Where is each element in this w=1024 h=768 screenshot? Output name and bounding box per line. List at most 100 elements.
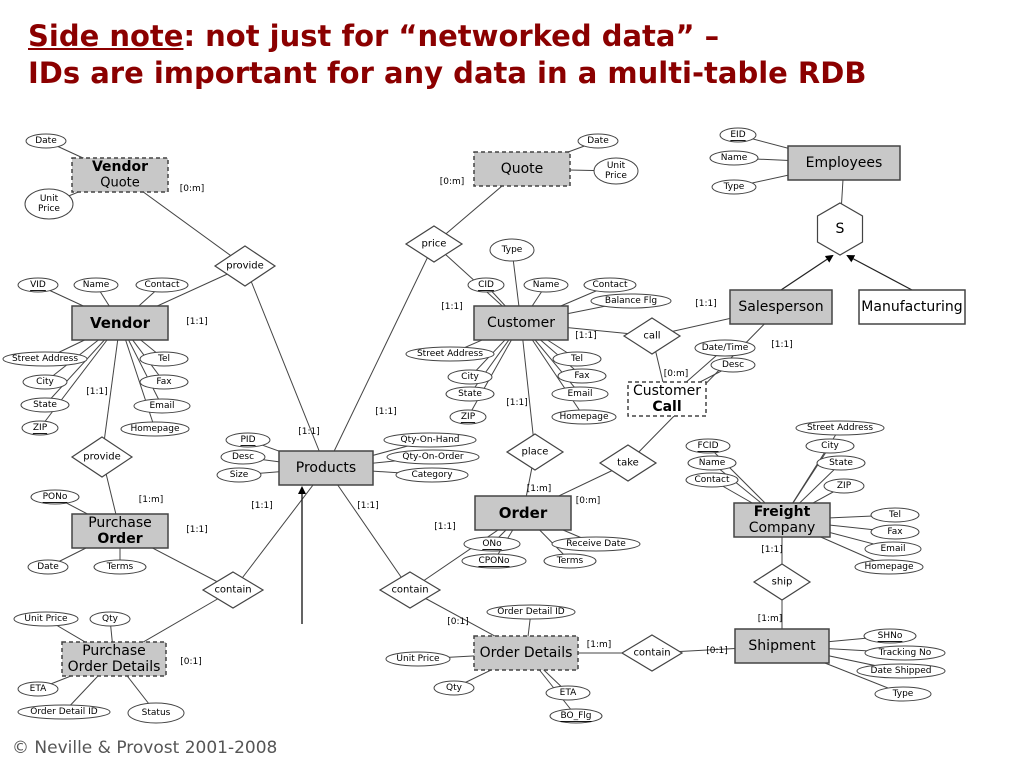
- attribute-ellipse: [543, 553, 597, 569]
- relationship-connector: [101, 322, 121, 458]
- attribute-ellipse: [22, 374, 68, 390]
- cardinality-label: [1:m]: [527, 484, 552, 494]
- relationship-connector: [244, 265, 327, 469]
- attribute-ellipse: [463, 536, 521, 552]
- attribute-fc-tel: Tel: [870, 507, 920, 523]
- attribute-po-date: Date: [27, 559, 69, 575]
- attribute-c-zip: ZIP: [449, 409, 487, 425]
- attribute-label-text: Name: [533, 280, 560, 290]
- attribute-pod-unit-price: Unit Price: [13, 611, 79, 627]
- attribute-label-text: Unit: [40, 194, 59, 204]
- attribute-p-category: Category: [395, 467, 469, 483]
- attribute-ellipse: [856, 663, 946, 679]
- specialization-arrow: [846, 255, 913, 291]
- attribute-fc-name: Name: [687, 455, 737, 471]
- cardinality-label: [0:1]: [706, 646, 728, 656]
- relationship-contain-mid: contain: [378, 571, 442, 609]
- relationship-diamond: [598, 444, 658, 482]
- attribute-ellipse: [17, 681, 59, 697]
- attribute-o-cpono: CPONo: [461, 553, 527, 569]
- attribute-cc-desc: Desc: [710, 357, 756, 373]
- attribute-c-state: State: [445, 386, 495, 402]
- copyright-footer: © Neville & Provost 2001-2008: [12, 738, 278, 758]
- attribute-ellipse: [13, 611, 79, 627]
- attribute-e-name: Name: [709, 150, 759, 166]
- entity-box: [858, 289, 966, 325]
- attribute-label-text: Category: [411, 470, 453, 480]
- attribute-label-text: Balance Flg: [605, 296, 657, 306]
- attribute-v-vid: VID: [17, 277, 59, 293]
- attribute-label-text: Terms: [556, 556, 584, 566]
- attribute-ellipse: [694, 339, 756, 357]
- attribute-ellipse: [549, 708, 603, 724]
- relationship-diamond: [505, 433, 565, 471]
- attribute-fc-homepage: Homepage: [854, 559, 924, 575]
- entity-label-text: Manufacturing: [861, 299, 962, 315]
- attribute-fc-fcid: FCID: [685, 438, 731, 454]
- attribute-label-text: Street Address: [807, 423, 873, 433]
- specialization-hexagon: S: [816, 202, 864, 256]
- attribute-o-terms: Terms: [543, 553, 597, 569]
- attribute-v-name: Name: [73, 277, 119, 293]
- attribute-label-text: Type: [723, 182, 745, 192]
- attribute-v-tel: Tel: [139, 351, 189, 367]
- attribute-od-bo-flg: BO_Flg: [549, 708, 603, 724]
- attribute-c-contact: Contact: [583, 277, 637, 293]
- cardinality-label: [0:1]: [180, 657, 202, 667]
- attribute-ellipse: [551, 536, 641, 552]
- relationship-label-text: contain: [391, 585, 428, 596]
- attribute-ellipse: [17, 277, 59, 293]
- relationship-call: call: [622, 317, 682, 355]
- relationship-contain-right: contain: [620, 634, 684, 672]
- entity-label-text: Order: [97, 531, 142, 547]
- cardinality-label: [1:m]: [758, 614, 783, 624]
- attribute-po-terms: Terms: [93, 559, 147, 575]
- attribute-ellipse: [395, 467, 469, 483]
- cardinality-label: [1:1]: [761, 545, 783, 555]
- attribute-pod-eta: ETA: [17, 681, 59, 697]
- attribute-v-zip: ZIP: [21, 420, 59, 436]
- attribute-od-detail-id: Order Detail ID: [486, 604, 576, 620]
- attribute-ellipse: [405, 346, 495, 362]
- title-line-2: IDs are important for any data in a mult…: [28, 56, 867, 90]
- attribute-od-unit-price: Unit Price: [385, 651, 451, 667]
- relationship-label-text: price: [422, 239, 447, 250]
- attribute-ellipse: [135, 277, 189, 293]
- entity-label-text: Employees: [806, 155, 883, 171]
- entity-box: [61, 641, 167, 677]
- attribute-label-text: ZIP: [461, 412, 476, 422]
- entity-vendor: Vendor: [71, 305, 169, 341]
- attribute-label-text: BO_Flg: [561, 711, 592, 721]
- entity-box: [71, 157, 169, 193]
- entity-label-text: Customer: [487, 315, 555, 331]
- attribute-label-text: Fax: [574, 371, 590, 381]
- specialization-arrow: [780, 254, 834, 291]
- attribute-od-eta: ETA: [545, 685, 591, 701]
- attribute-fc-state: State: [816, 455, 866, 471]
- attribute-ellipse: [583, 277, 637, 293]
- cardinality-label: [0:m]: [440, 177, 465, 187]
- attribute-label-text: Name: [83, 280, 110, 290]
- entity-label-text: Quote: [100, 176, 140, 191]
- relationship-diamond: [213, 245, 277, 287]
- attribute-label-text: Type: [892, 689, 914, 699]
- attribute-label-text: Size: [230, 470, 249, 480]
- attribute-v-state: State: [20, 397, 70, 413]
- attribute-ellipse: [864, 541, 922, 557]
- attribute-ellipse: [2, 351, 88, 367]
- attribute-v-fax: Fax: [139, 374, 189, 390]
- attribute-c-fax: Fax: [557, 368, 607, 384]
- attribute-label-text: Date: [587, 136, 609, 146]
- entity-label-text: Salesperson: [738, 299, 823, 315]
- attribute-ellipse: [523, 277, 569, 293]
- attribute-v-contact: Contact: [135, 277, 189, 293]
- attribute-ellipse: [486, 604, 576, 620]
- hexagon-shape: [816, 202, 864, 256]
- entity-box: [71, 513, 169, 549]
- attribute-c-tel: Tel: [552, 351, 602, 367]
- attribute-label-text: Fax: [156, 377, 172, 387]
- attribute-label-text: Desc: [232, 452, 254, 462]
- entity-label-text: Customer: [633, 383, 701, 399]
- entity-order: Order: [474, 495, 572, 531]
